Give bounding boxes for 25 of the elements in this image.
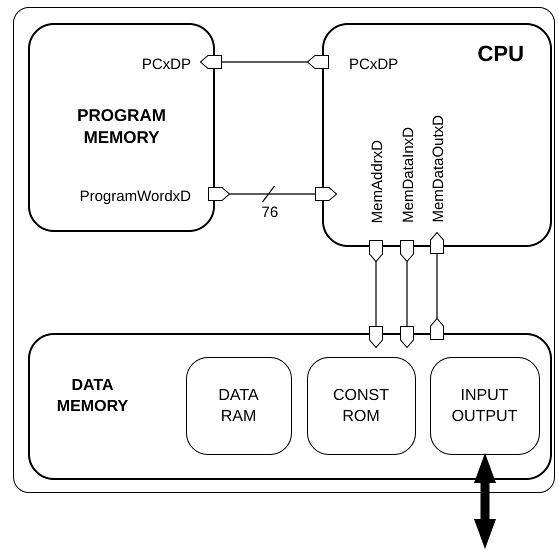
signal-line [200, 55, 329, 69]
port-label: PCxDP [349, 55, 398, 75]
system-frame [13, 7, 555, 493]
memory-block [28, 333, 552, 480]
port-label: MemAddrxD [368, 140, 387, 223]
memory-block [28, 23, 215, 232]
signal-line [430, 232, 444, 340]
block-title: DATA MEMORY [56, 376, 130, 417]
unit-label: INPUT OUTPUT [450, 386, 518, 426]
port-label: MemDataOutxD [429, 115, 448, 223]
memory-unit-box [306, 356, 416, 454]
port-label: ProgramWordxD [80, 187, 191, 207]
memory-unit-box [186, 356, 292, 454]
bidirectional-arrow [474, 453, 496, 549]
unit-label: CONST ROM [332, 386, 390, 426]
io-unit-box [430, 356, 540, 454]
unit-label: DATA RAM [217, 386, 260, 426]
port-label: PCxDP [142, 55, 191, 75]
signal-line [369, 240, 383, 348]
block-title: PROGRAM MEMORY [76, 105, 167, 149]
block-title: CPU [478, 40, 524, 68]
signal-line [208, 187, 337, 201]
port-label: MemDataInxD [399, 127, 418, 223]
cpu-block [322, 23, 552, 247]
signal-line [400, 240, 414, 348]
